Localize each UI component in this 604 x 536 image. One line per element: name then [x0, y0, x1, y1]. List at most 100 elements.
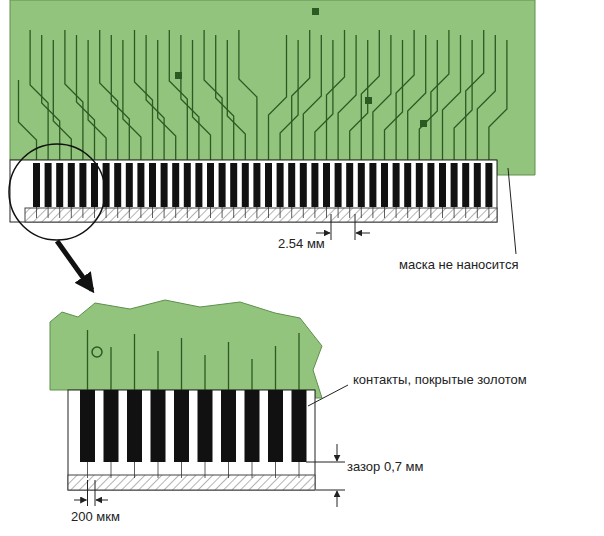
gold-finger	[45, 163, 52, 207]
gold-finger	[149, 163, 156, 207]
finger-lead	[314, 207, 315, 218]
pcb-trace	[419, 40, 437, 160]
finger-lead	[488, 207, 489, 218]
pcb-trace	[157, 351, 158, 390]
dimension-tick	[95, 480, 96, 506]
finger-lead	[419, 207, 420, 218]
finger-lead	[361, 207, 362, 218]
dimension-label: 2.54 мм	[277, 236, 326, 252]
finger-lead	[256, 207, 257, 218]
dimension-arrow	[96, 500, 108, 501]
pcb-trace	[53, 40, 71, 160]
finger-lead	[82, 207, 83, 218]
gold-finger	[104, 390, 119, 462]
pcb-trace	[135, 30, 153, 160]
gold-finger	[127, 390, 142, 462]
gold-finger	[346, 163, 353, 207]
pcb-trace	[181, 338, 182, 390]
finger-lead	[94, 207, 95, 218]
label-holder: 200 мкм	[70, 509, 121, 525]
pcb-trace	[443, 35, 461, 160]
finger-lead	[477, 207, 478, 218]
finger-lead	[59, 207, 60, 218]
gold-finger	[68, 163, 75, 207]
pcb-trace	[158, 40, 176, 160]
gold-finger	[288, 163, 295, 207]
finger-lead	[222, 207, 223, 218]
finger-lead	[175, 207, 176, 218]
pcb-trace	[30, 30, 48, 160]
label-holder: маска не наносится	[398, 257, 519, 273]
finger-lead	[134, 462, 135, 478]
dimension-arrow	[337, 491, 338, 507]
unmasked-area	[68, 390, 315, 490]
pcb-trace	[385, 40, 403, 160]
pcb-trace	[327, 30, 345, 160]
pcb-trace	[408, 35, 426, 160]
finger-lead	[252, 462, 253, 478]
finger-lead	[326, 207, 327, 218]
dimension-label: зазор 0,7 мм	[346, 459, 425, 475]
finger-lead	[181, 462, 182, 478]
pcb-trace	[193, 40, 211, 160]
gold-finger	[277, 163, 284, 207]
gold-finger	[427, 163, 434, 207]
finger-lead	[36, 207, 37, 218]
gold-finger	[219, 163, 226, 207]
gold-finger	[221, 390, 236, 462]
pcb-trace	[396, 30, 414, 160]
unmasked-area	[10, 160, 497, 222]
pcb-trace	[19, 80, 37, 160]
gold-finger	[462, 163, 469, 207]
gold-finger	[91, 163, 98, 207]
pcb-traces	[19, 8, 507, 160]
pcb-trace	[489, 40, 507, 160]
finger-lead	[152, 207, 153, 218]
dimension-tick	[316, 490, 345, 491]
gold-finger	[195, 163, 202, 207]
gold-finger	[416, 163, 423, 207]
dimension-arrow	[337, 444, 338, 461]
finger-lead	[158, 462, 159, 478]
dimension-tick	[306, 462, 345, 463]
gold-finger	[381, 163, 388, 207]
pcb-trace	[228, 342, 229, 390]
gold-finger	[126, 163, 133, 207]
gold-finger	[245, 390, 260, 462]
gold-finger	[439, 163, 446, 207]
finger-lead	[87, 462, 88, 478]
gold-finger	[80, 390, 95, 462]
finger-lead	[465, 207, 466, 218]
gold-finger	[369, 163, 376, 207]
finger-lead	[275, 462, 276, 478]
gold-finger	[242, 163, 249, 207]
finger-lead	[129, 207, 130, 218]
pcb-trace	[181, 35, 199, 160]
pcb-trace	[111, 35, 129, 160]
callout-label: контакты, покрытые золотом	[352, 372, 528, 388]
pcb-trace	[315, 40, 333, 160]
finger-lead	[372, 207, 373, 218]
dimension-arrow	[316, 233, 330, 234]
finger-lead	[117, 207, 118, 218]
gold-finger	[268, 390, 283, 462]
pcb-trace	[280, 40, 298, 160]
pcb-trace	[303, 35, 321, 160]
pcb-trace	[227, 40, 245, 160]
finger-lead	[245, 207, 246, 218]
gold-finger	[172, 163, 179, 207]
pcb-trace	[338, 35, 356, 160]
gold-finger	[358, 163, 365, 207]
pcb-trace	[123, 40, 141, 160]
pcb-trace	[134, 334, 135, 390]
dimension-tick	[87, 480, 88, 506]
finger-lead	[71, 207, 72, 218]
pcb-trace	[65, 30, 83, 160]
gold-finger	[253, 163, 260, 207]
finger-lead	[140, 207, 141, 218]
gold-finger	[451, 163, 458, 207]
via	[92, 347, 102, 357]
pcb-trace	[87, 330, 88, 390]
gold-finger	[393, 163, 400, 207]
finger-lead	[338, 207, 339, 218]
